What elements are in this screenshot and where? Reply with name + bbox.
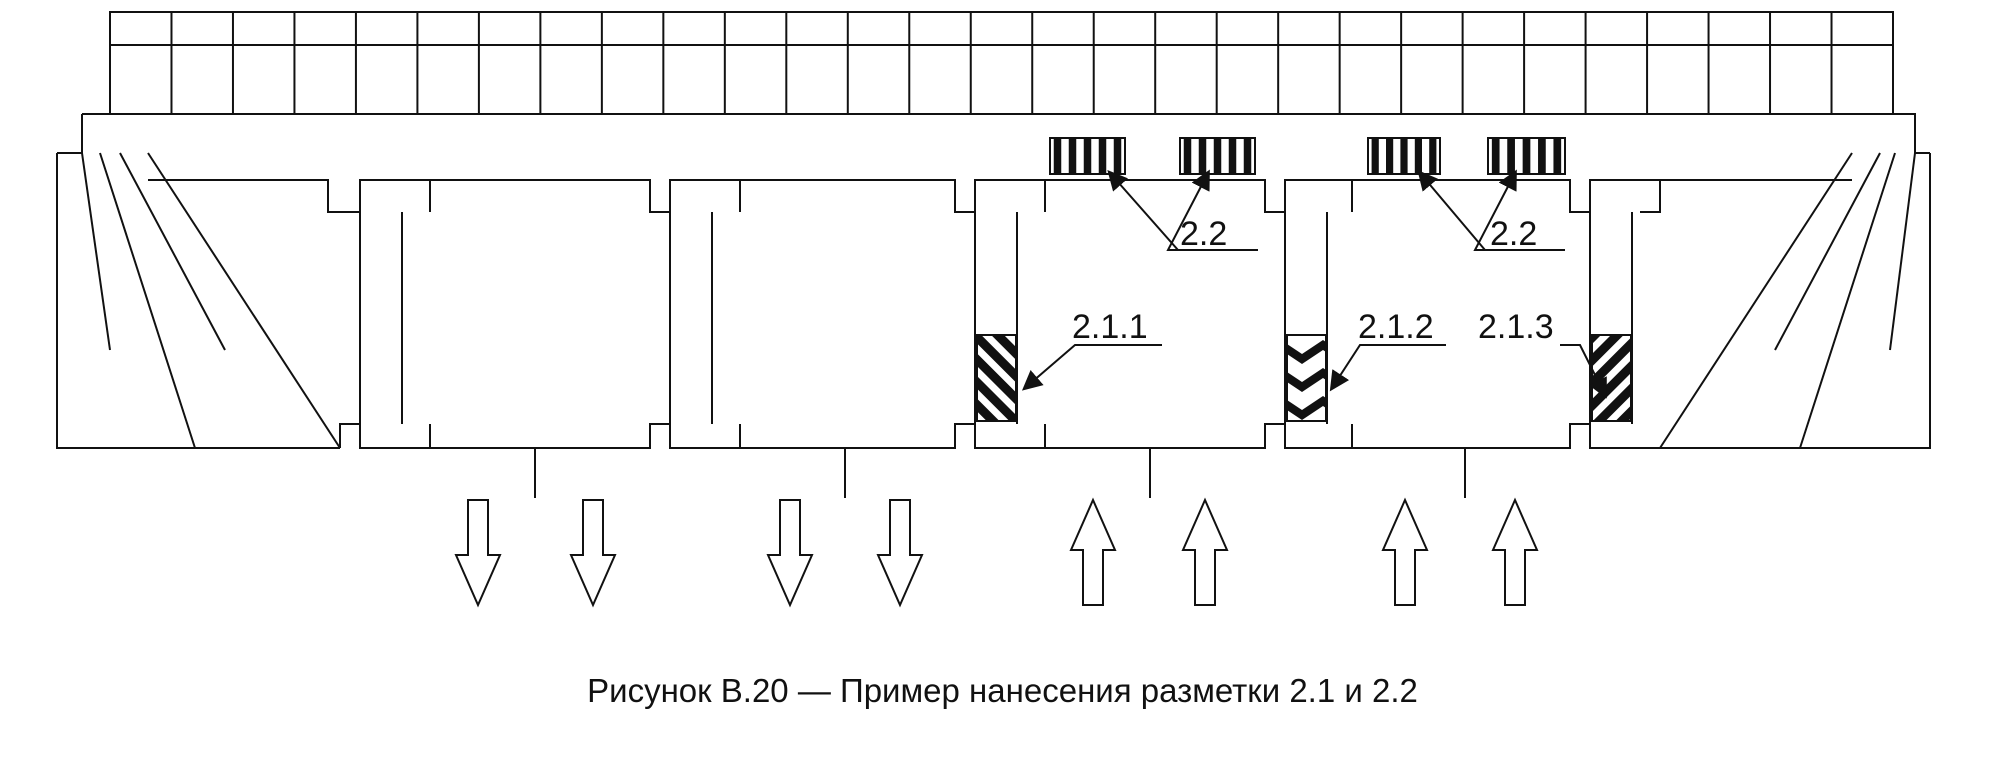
crossing-bar <box>1414 138 1422 174</box>
traffic-direction-arrows <box>454 497 1539 608</box>
crossing-bar <box>1183 138 1192 174</box>
crossing-bar <box>1053 138 1062 174</box>
crossing-bar <box>1400 138 1408 174</box>
crossing-bar <box>1213 138 1222 174</box>
label-2-1-3: 2.1.3 <box>1478 308 1554 346</box>
crossing-bar <box>1429 138 1437 174</box>
crossing-bar <box>1083 138 1092 174</box>
arrow-down-icon <box>876 499 924 608</box>
crossing-bar <box>1491 138 1500 174</box>
crossing-bar <box>1113 138 1122 174</box>
marking-2-1-3-block <box>1591 334 1632 422</box>
crossing-bar <box>1068 138 1077 174</box>
sidewalk-outline <box>56 113 1931 449</box>
arrow-up-icon <box>1381 497 1429 606</box>
arrow-down-icon <box>766 499 814 608</box>
label-2-1-2: 2.1.2 <box>1358 308 1434 346</box>
arrow-up-icon <box>1181 497 1229 606</box>
crossing-bar <box>1098 138 1107 174</box>
crossing-bar <box>1198 138 1207 174</box>
crossing-bar <box>1386 138 1394 174</box>
crossing-bar <box>1538 138 1546 174</box>
figure-caption: Рисунок В.20 — Пример нанесения разметки… <box>587 672 1418 709</box>
crossing-blocks <box>1049 137 1566 175</box>
crossing-bar <box>1228 138 1237 174</box>
label-2-2-right: 2.2 <box>1490 215 1537 253</box>
building-facade-grid <box>109 11 1894 115</box>
arrow-up-icon <box>1069 497 1117 606</box>
arrow-down-icon <box>569 499 617 608</box>
roadway-outline <box>339 179 1660 498</box>
crossing-bar <box>1371 138 1379 174</box>
marking-2-1-2-block <box>1286 334 1327 422</box>
crossing-bar <box>1507 138 1515 174</box>
label-2-1-1: 2.1.1 <box>1072 308 1148 346</box>
marking-2-1-1-block <box>976 334 1017 422</box>
crossing-bar <box>1522 138 1531 174</box>
crossing-bar <box>1553 138 1562 174</box>
leader-lines <box>1021 169 1607 399</box>
crossing-bar <box>1243 138 1252 174</box>
label-2-2-left: 2.2 <box>1180 215 1227 253</box>
grid-frame <box>109 11 1894 115</box>
arrow-up-icon <box>1491 497 1539 606</box>
arrow-down-icon <box>454 499 502 608</box>
